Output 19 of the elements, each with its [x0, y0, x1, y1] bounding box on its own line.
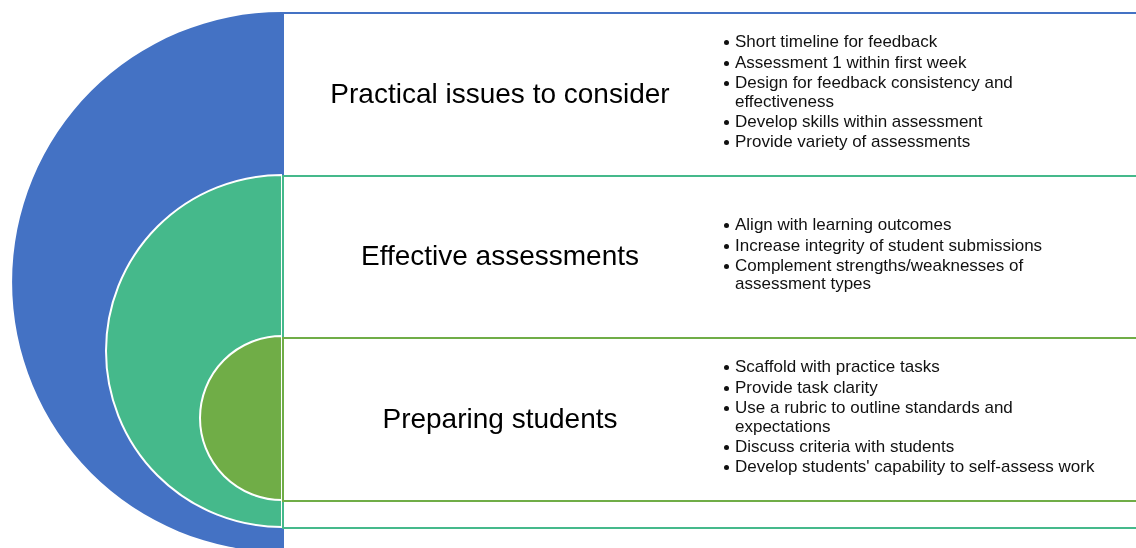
- bullet-text: Complement strengths/weaknesses of assessment types: [735, 257, 1025, 294]
- bullet-text: Provide task clarity: [735, 378, 879, 398]
- bullet-text: Use a rubric to outline standards and expectations: [735, 399, 1014, 436]
- bullet-text: Increase integrity of student submissions: [735, 236, 1044, 255]
- band-box: [282, 337, 1136, 502]
- bullet-text: Discuss criteria with students: [735, 437, 956, 457]
- bullet-text: Develop students' capability to self-assess work: [735, 458, 1096, 477]
- section-heading: Effective assessments: [359, 240, 640, 273]
- bullet-text: Design for feedback consistency and effectiveness: [735, 74, 1014, 111]
- bullet-text: Provide variety of assessments: [735, 133, 972, 152]
- section-heading: Practical issues to consider: [329, 77, 671, 110]
- band-box: [282, 175, 1136, 529]
- section-heading: Preparing students: [381, 402, 619, 435]
- bullet-text: Assessment 1 within first week: [735, 53, 968, 73]
- bullet-text: Align with learning outcomes: [735, 216, 953, 235]
- bullet-text: Scaffold with practice tasks: [735, 358, 941, 377]
- bullet-text: Short timeline for feedback: [735, 33, 939, 52]
- band-box: [282, 12, 1136, 548]
- bullet-text: Develop skills within assessment: [735, 112, 984, 132]
